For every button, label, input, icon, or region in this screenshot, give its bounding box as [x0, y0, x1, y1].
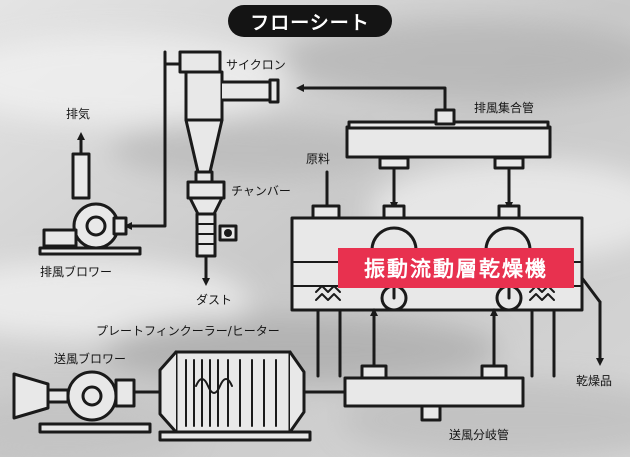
label-dust: ダスト: [196, 293, 233, 307]
cyclone: [163, 50, 280, 184]
exhaust-blower: [38, 152, 142, 256]
label-exhaust: 排気: [66, 107, 91, 121]
exhaust-return-pipe: [296, 84, 447, 112]
page-title: フローシート: [228, 5, 392, 37]
cyclone-to-blower-pipe: [124, 178, 167, 230]
label-chamber: チャンバー: [231, 184, 291, 198]
label-exhaust-header: 排風集合管: [474, 101, 535, 115]
dryer-body: [290, 204, 602, 378]
label-exhaust-blower: 排風ブロワー: [40, 265, 113, 279]
label-dried-product: 乾燥品: [576, 374, 613, 388]
chamber: [186, 180, 238, 258]
plate-fin-heater: [158, 350, 312, 442]
dryer-label: 振動流動層乾燥機: [338, 248, 574, 288]
label-cyclone: サイクロン: [226, 58, 286, 72]
label-raw-material: 原料: [306, 152, 331, 166]
exhaust-header: [345, 108, 552, 170]
label-heater: プレートフィンクーラー/ヒーター: [96, 324, 280, 338]
supply-manifold: [343, 308, 525, 422]
label-supply-manifold: 送風分岐管: [449, 428, 510, 442]
supply-blower: [12, 370, 152, 434]
raw-material-inlet: [311, 170, 341, 220]
label-supply-blower: 送風ブロワー: [54, 352, 127, 366]
